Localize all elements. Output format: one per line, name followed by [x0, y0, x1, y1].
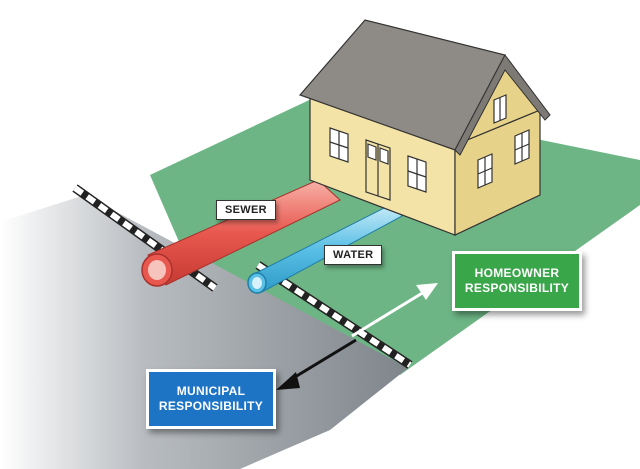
municipal-arrow: [276, 338, 357, 390]
street: [0, 195, 408, 469]
property-line: [255, 261, 413, 369]
front-window: [329, 127, 427, 193]
sewer-label: SEWER: [216, 200, 276, 220]
sewer-pipe: [141, 179, 341, 287]
homeowner-responsibility-box: HOMEOWNER RESPONSIBILITY: [452, 251, 582, 311]
house: [298, 19, 551, 236]
homeowner-line1: HOMEOWNER: [474, 266, 560, 280]
municipal-line1: MUNICIPAL: [176, 384, 246, 398]
municipal-line2: RESPONSIBILITY: [158, 399, 264, 413]
water-label: WATER: [324, 245, 383, 265]
side-window: [477, 94, 530, 189]
front-door: [365, 139, 391, 201]
municipal-responsibility-box: MUNICIPAL RESPONSIBILITY: [146, 369, 276, 429]
homeowner-arrow: [351, 283, 438, 338]
homeowner-line2: RESPONSIBILITY: [464, 281, 570, 295]
